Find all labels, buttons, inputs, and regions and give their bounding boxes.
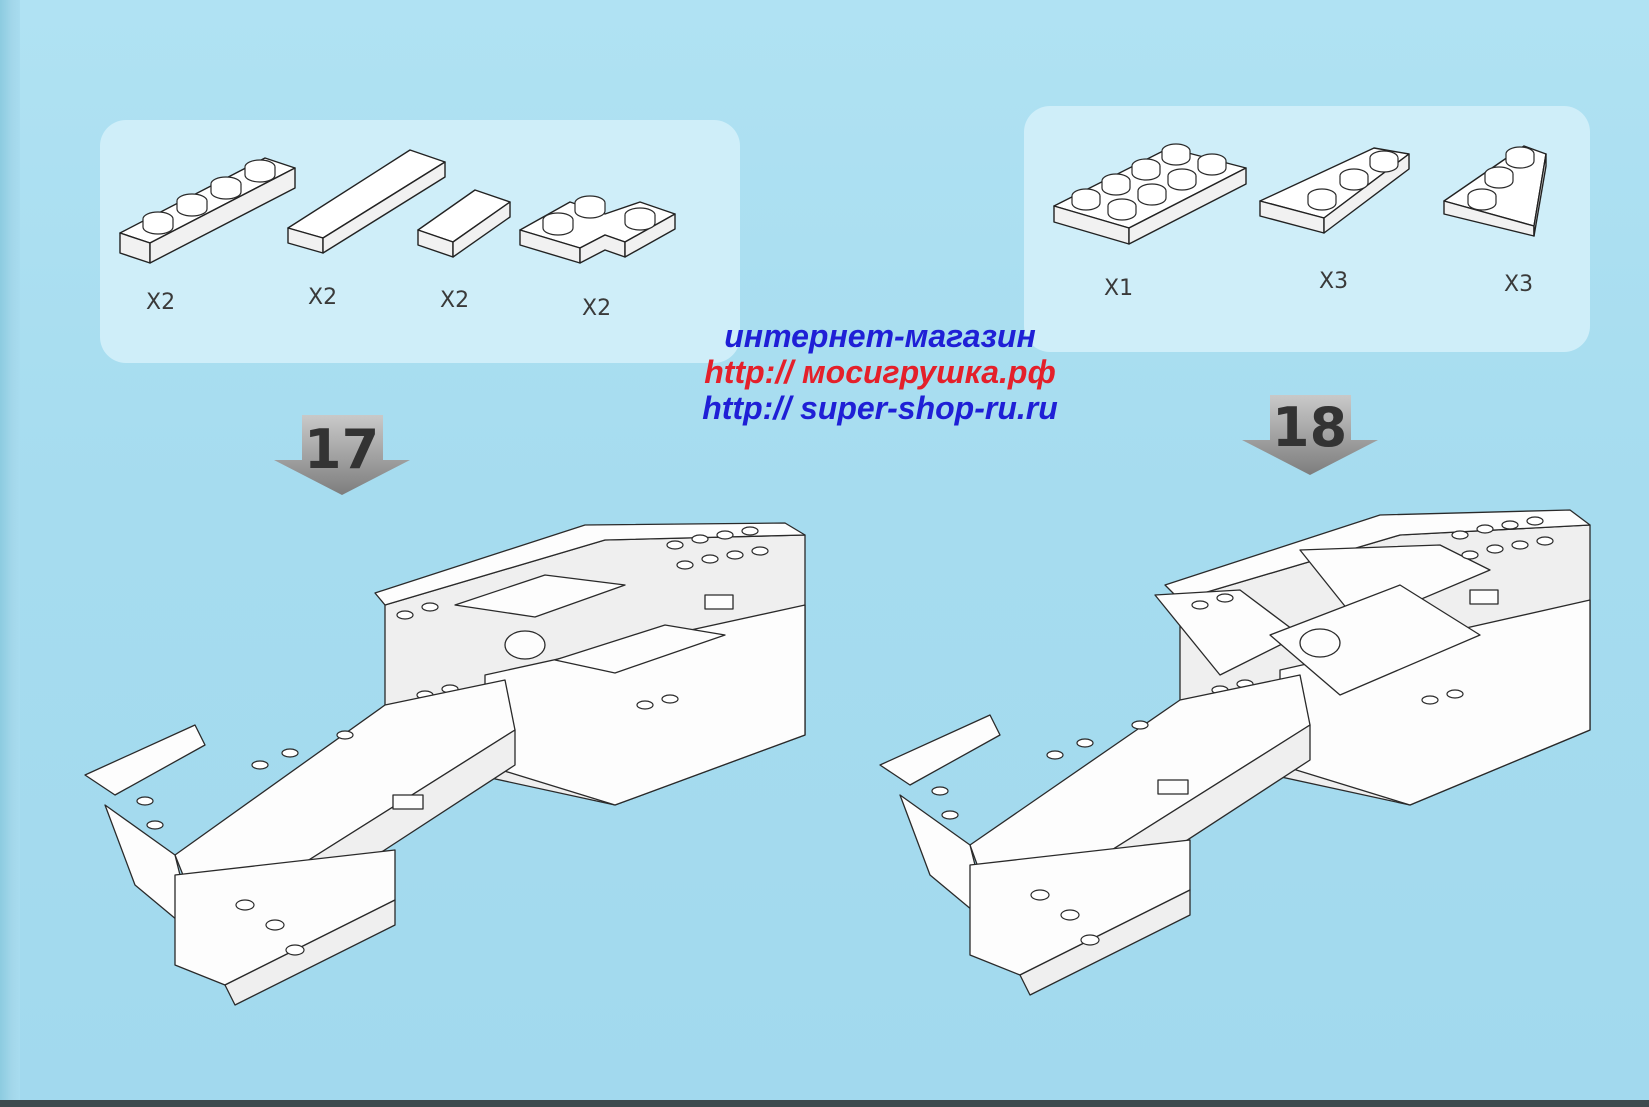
watermark-shop-label: интернет-магазин [724, 318, 1036, 354]
part-plate-1x4 [119, 157, 296, 264]
part-qty-label: X2 [146, 290, 176, 315]
parts-illustration-step-17 [119, 149, 676, 264]
step-18-model-illustration [879, 509, 1591, 996]
part-qty-label: X2 [440, 288, 470, 313]
page-bottom-edge [0, 1100, 1649, 1107]
part-plate-2x2-corner [519, 195, 676, 264]
watermark-url-super-shop: http:// super-shop-ru.ru [702, 390, 1058, 426]
parts-illustration-step-18 [1053, 143, 1547, 245]
part-wedge-plate-right [1443, 145, 1547, 237]
part-qty-label: X3 [1504, 272, 1534, 297]
page-spine [0, 0, 20, 1107]
part-qty-label: X3 [1319, 269, 1349, 294]
part-plate-2x4 [1053, 143, 1247, 245]
part-wedge-plate-left [1259, 147, 1410, 234]
step-18-arrow [1242, 395, 1378, 475]
step-number: 18 [1272, 396, 1347, 459]
part-tile-1x2 [417, 189, 511, 258]
step-number: 17 [304, 418, 379, 481]
step-17-arrow [274, 415, 410, 495]
part-tile-1x6 [287, 149, 446, 254]
parts-panel-step-18: X1 X3 X3 [1024, 106, 1590, 352]
watermark-url-ru: http:// мосигрушка.рф [704, 354, 1056, 390]
step-17-model-illustration [84, 522, 806, 1006]
step-18-number-graphic: 18 [1272, 396, 1347, 459]
step-17-number-graphic: 17 [304, 418, 379, 481]
part-qty-label: X2 [308, 285, 338, 310]
part-qty-label: X1 [1104, 276, 1134, 301]
parts-panel-step-17: X2 X2 X2 X2 [100, 120, 740, 363]
part-qty-label: X2 [582, 296, 612, 321]
